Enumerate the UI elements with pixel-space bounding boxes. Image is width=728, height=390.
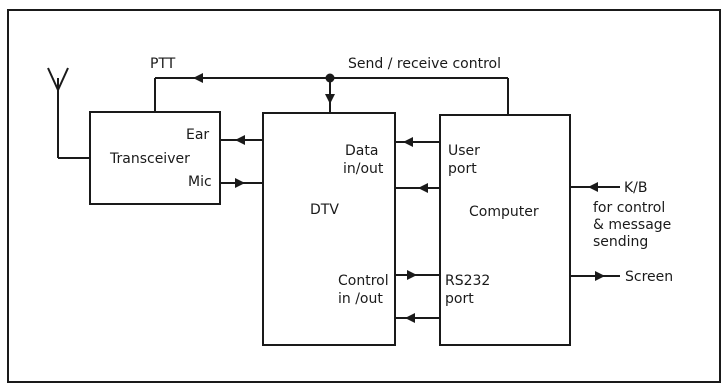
rs232-label-line1: RS232 xyxy=(445,273,490,289)
screen-label: Screen xyxy=(625,269,673,285)
data-label-line1: Data xyxy=(345,143,378,159)
transceiver-label: Transceiver xyxy=(109,151,190,167)
computer-block xyxy=(439,114,571,346)
kb-label: K/B xyxy=(624,180,648,196)
control-line-2-arrow xyxy=(405,313,415,323)
send-receive-control-bus xyxy=(154,73,509,115)
ear-label: Ear xyxy=(186,127,209,143)
kb-desc-line2: for control xyxy=(593,200,665,216)
dtv-control-arrow xyxy=(325,94,335,104)
ptt-arrow xyxy=(193,73,203,83)
user-port-label-line2: port xyxy=(448,161,477,177)
mic-arrow xyxy=(235,178,245,188)
ptt-label: PTT xyxy=(150,56,176,72)
mic-label: Mic xyxy=(188,174,212,190)
computer-label: Computer xyxy=(469,204,539,220)
kb-arrow xyxy=(588,182,598,192)
control-label-line2: in /out xyxy=(338,291,383,307)
data-line-1-arrow xyxy=(403,137,413,147)
send-receive-label: Send / receive control xyxy=(348,56,501,72)
data-label-line2: in/out xyxy=(343,161,384,177)
junction-dot xyxy=(325,73,335,83)
user-port-label-line1: User xyxy=(448,143,480,159)
control-label-line1: Control xyxy=(338,273,389,289)
diagram-frame xyxy=(7,9,721,383)
kb-desc-line4: sending xyxy=(593,234,648,250)
ear-arrow xyxy=(235,135,245,145)
dtv-label: DTV xyxy=(310,202,339,218)
rs232-label-line2: port xyxy=(445,291,474,307)
antenna-icon xyxy=(47,67,90,159)
screen-arrow xyxy=(595,271,605,281)
kb-desc-line3: & message xyxy=(593,217,671,233)
control-line-1-arrow xyxy=(407,270,417,280)
data-line-2-arrow xyxy=(418,183,428,193)
